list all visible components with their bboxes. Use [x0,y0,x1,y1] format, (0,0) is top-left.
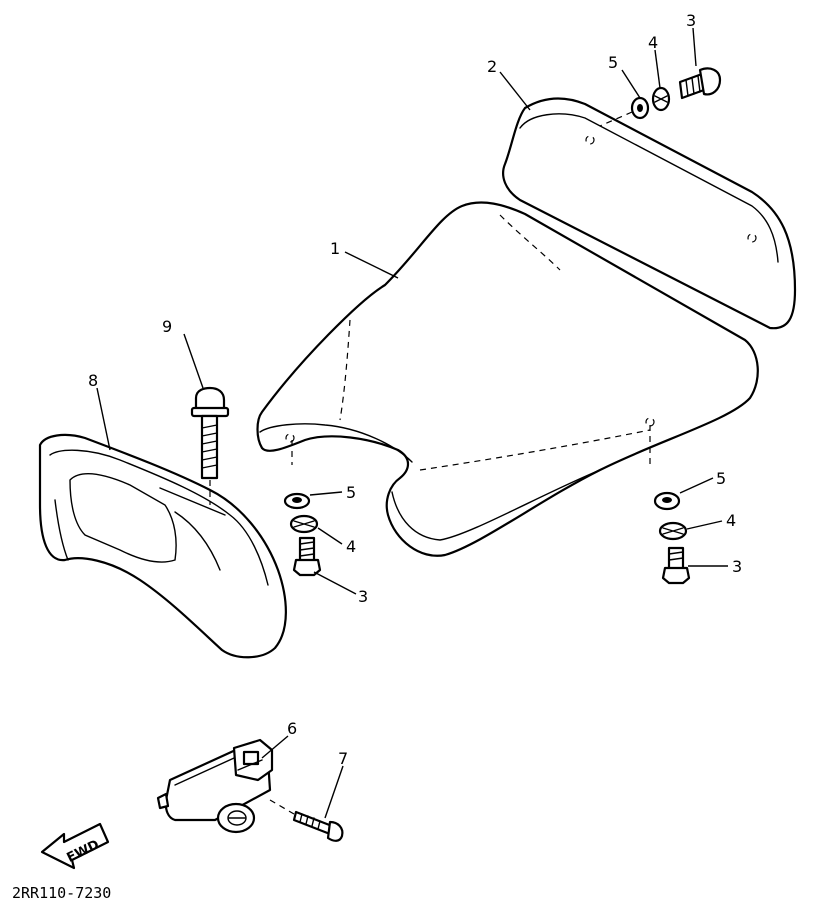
callout-6: 6 [287,719,297,738]
callout-4-upper: 4 [648,33,658,52]
callout-3-right: 3 [732,557,742,576]
part-9-bolt [190,386,230,505]
part-5-collar-left [283,492,311,510]
callout-3-left: 3 [358,587,368,606]
part-4-washer-right [658,521,688,541]
callout-4-right: 4 [726,511,736,530]
part-2-backrest [502,97,797,330]
callout-9: 9 [162,317,172,336]
part-7-lock-screw [269,799,344,842]
part-3-screw-upper [678,67,722,100]
hardware-group-lower-right [653,491,691,585]
callout-5-right: 5 [716,469,726,488]
part-1-seat [256,201,759,557]
callout-numbers: 1 2 3 4 5 5 4 3 5 4 3 6 7 8 9 [88,11,742,768]
drawing-code: 2RR110-7230 [12,884,111,902]
callout-7: 7 [338,749,348,768]
callout-2: 2 [487,57,497,76]
callout-5-left: 5 [346,483,356,502]
hardware-group-left [283,492,322,577]
part-3-screw-left [292,536,322,577]
leader-lines [96,27,728,819]
part-5-collar-upper [630,96,650,120]
callout-8: 8 [88,371,98,390]
part-4-washer-left [289,514,319,534]
callout-4-left: 4 [346,537,356,556]
hardware-group-upper-right [599,67,722,127]
callout-5-upper: 5 [608,53,618,72]
part-4-washer-upper [651,86,671,112]
part-5-collar-right [653,491,681,511]
part-3-screw-right [661,546,691,585]
part-6-seat-lock [156,738,274,834]
part-8-side-cover [38,433,287,659]
fwd-arrow: FWD [40,822,110,870]
callout-3-upper: 3 [686,11,696,30]
callout-1: 1 [330,239,340,258]
